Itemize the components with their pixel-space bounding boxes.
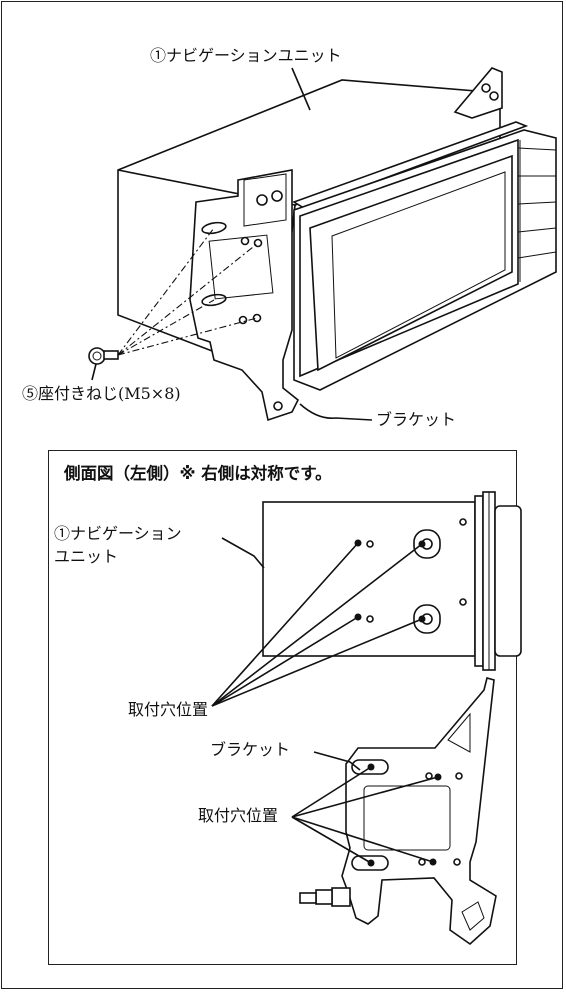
side-view-heading: 側面図（左側）※ 右側は対称です。 (64, 464, 332, 483)
unit-hole-markers (211, 539, 426, 707)
screw-guide-lines (117, 227, 259, 356)
screw-icon (88, 347, 119, 365)
bracket-label: ブラケット (376, 410, 457, 429)
navigation-unit-drawing (117, 67, 557, 422)
bracket-hole-markers (291, 763, 442, 867)
side-view-bracket-drawing (299, 677, 497, 946)
unit-label: ①ナビゲーションユニット (150, 46, 342, 65)
screw-leader (91, 363, 97, 381)
side-unit-label-line2: ユニット (54, 547, 119, 566)
side-bracket-leader (313, 751, 361, 771)
side-unit-label-line1: ①ナビゲーション (54, 524, 182, 543)
side-unit-leader (221, 537, 265, 569)
screw-label: ⑤座付きねじ(M5×8) (22, 384, 181, 403)
side-bracket-label: ブラケット (210, 740, 291, 759)
side-view-unit-drawing (262, 491, 522, 671)
bracket-leader (299, 403, 373, 421)
hole-label-lower: 取付穴位置 (198, 806, 279, 825)
hole-label-upper: 取付穴位置 (128, 700, 209, 719)
side-view-panel (48, 450, 517, 965)
unit-leader (291, 67, 311, 111)
